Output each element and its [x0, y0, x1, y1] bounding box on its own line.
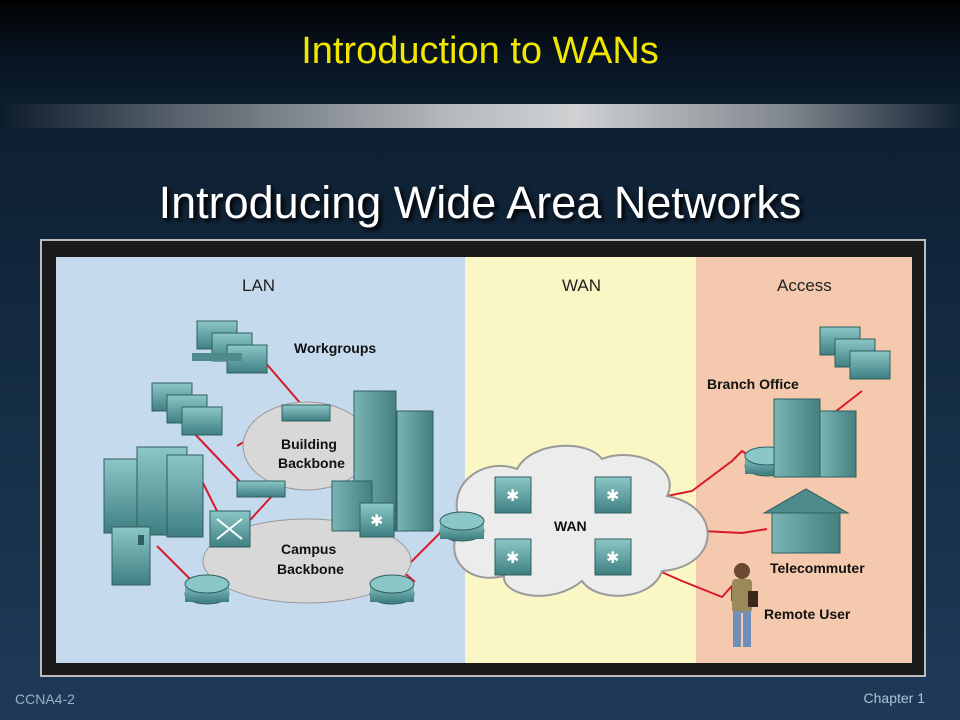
svg-text:✱: ✱ [606, 486, 619, 505]
wan-cloud-label: WAN [554, 518, 587, 534]
router-icon [184, 574, 230, 605]
branch-building-icon [773, 398, 857, 478]
multilayer-switch-icon [209, 510, 251, 548]
workgroups-label: Workgroups [294, 340, 376, 356]
slide-title: Introducing Wide Area Networks [158, 177, 802, 228]
pc-icon [819, 326, 891, 380]
header-gradient-band [0, 104, 960, 128]
remote-user-label: Remote User [764, 606, 851, 622]
switch-icon [236, 480, 286, 498]
lan-edge-switch-icon: ✱ [359, 502, 395, 538]
footer-course-code: CCNA4-2 [15, 691, 75, 707]
building-backbone-label-2: Backbone [278, 455, 345, 471]
svg-text:✱: ✱ [506, 486, 519, 505]
header-bar [0, 0, 960, 104]
pc-icon [151, 382, 223, 436]
pc-icon [192, 320, 268, 374]
wan-switch-icon: ✱ ✱ ✱ ✱ [494, 476, 632, 576]
zone-label-wan: WAN [562, 276, 601, 295]
router-icon [369, 574, 415, 605]
remote-user-icon [732, 563, 758, 647]
branch-office-label: Branch Office [707, 376, 799, 392]
campus-backbone-label-2: Backbone [277, 561, 344, 577]
router-icon [439, 511, 485, 542]
server-cluster-icon [103, 446, 204, 538]
campus-backbone-label: Campus [281, 541, 336, 557]
zone-label-lan: LAN [242, 276, 275, 295]
svg-text:✱: ✱ [606, 548, 619, 567]
house-icon [762, 488, 850, 554]
svg-text:✱: ✱ [506, 548, 519, 567]
campus-backbone [202, 518, 412, 604]
svg-text:✱: ✱ [370, 511, 383, 530]
header-title: Introduction to WANs [301, 30, 659, 72]
building-backbone-label: Building [281, 436, 337, 452]
network-diagram: LAN WAN Access Building Backbone Campus … [40, 239, 926, 677]
switch-icon [281, 404, 331, 422]
server-icon [111, 526, 151, 586]
zone-label-access: Access [777, 276, 832, 295]
footer-chapter: Chapter 1 [863, 690, 925, 706]
telecommuter-label: Telecommuter [770, 560, 865, 576]
